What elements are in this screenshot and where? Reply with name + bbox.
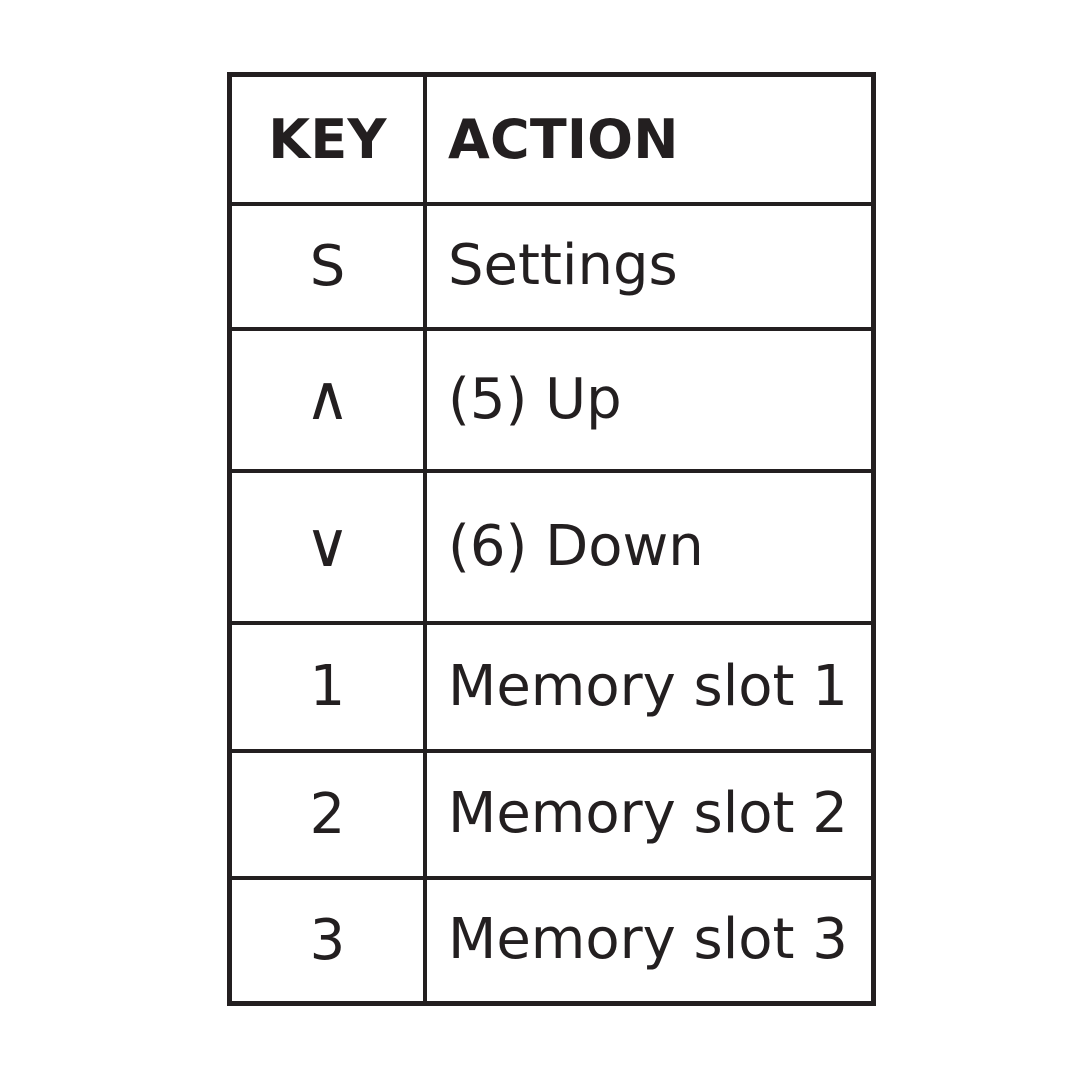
key-label-s: S <box>309 233 346 299</box>
key-cell-memory-2: 2 <box>232 753 427 876</box>
key-label-1: 1 <box>309 654 346 719</box>
key-cell-up: ∧ <box>232 331 427 469</box>
action-label-memory-slot-2: Memory slot 2 <box>448 781 848 847</box>
table-row: ∨ (6) Down <box>232 473 871 625</box>
action-cell-down: (6) Down <box>427 473 871 621</box>
chevron-down-icon: ∨ <box>304 508 351 581</box>
action-label-up: (5) Up <box>448 366 622 432</box>
key-action-table: KEY ACTION S Settings ∧ (5) Up ∨ (6) Dow… <box>227 72 876 1006</box>
table-row: 2 Memory slot 2 <box>232 753 871 880</box>
key-label-2: 2 <box>309 781 346 847</box>
table-row: 1 Memory slot 1 <box>232 625 871 753</box>
action-cell-up: (5) Up <box>427 331 871 469</box>
action-cell-memory-1: Memory slot 1 <box>427 625 871 749</box>
action-label-memory-slot-1: Memory slot 1 <box>448 653 848 719</box>
table-header-row: KEY ACTION <box>232 77 871 206</box>
action-label-memory-slot-3: Memory slot 3 <box>448 907 848 973</box>
action-cell-memory-3: Memory slot 3 <box>427 880 871 1001</box>
column-header-key-label: KEY <box>268 107 387 171</box>
action-label-down: (6) Down <box>448 513 704 579</box>
action-cell-settings: Settings <box>427 206 871 327</box>
key-label-3: 3 <box>309 907 346 973</box>
key-cell-settings: S <box>232 206 427 327</box>
column-header-action-label: ACTION <box>448 107 679 171</box>
action-label-settings: Settings <box>448 233 678 299</box>
table-row: S Settings <box>232 206 871 331</box>
chevron-up-icon: ∧ <box>304 361 351 434</box>
key-cell-down: ∨ <box>232 473 427 621</box>
action-cell-memory-2: Memory slot 2 <box>427 753 871 876</box>
table-row: ∧ (5) Up <box>232 331 871 473</box>
column-header-key: KEY <box>232 77 427 202</box>
column-header-action: ACTION <box>427 77 871 202</box>
table-row: 3 Memory slot 3 <box>232 880 871 1001</box>
key-cell-memory-1: 1 <box>232 625 427 749</box>
key-cell-memory-3: 3 <box>232 880 427 1001</box>
